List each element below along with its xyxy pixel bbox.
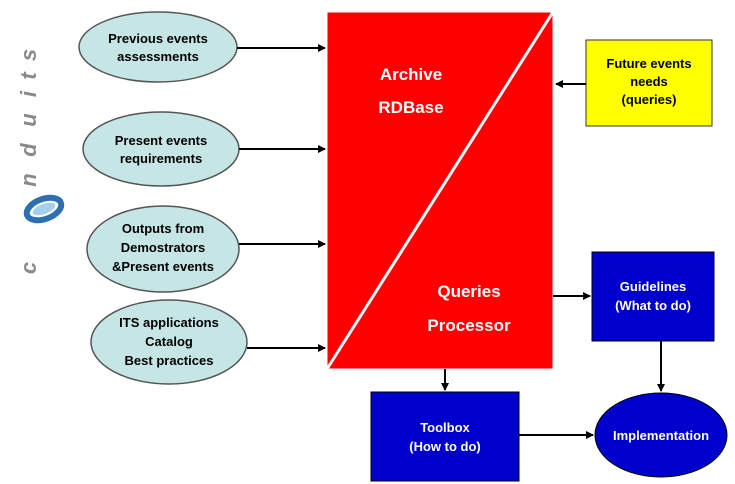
toolbox-line1: Toolbox: [420, 420, 470, 435]
future-events-line1: Future events: [606, 56, 691, 71]
input-present-events-line1: Present events: [115, 133, 208, 148]
logo-letter-t: t: [16, 71, 41, 80]
input-demonstrators: Outputs from Demostrators &Present event…: [86, 205, 240, 293]
rdbase-label: RDBase: [378, 98, 443, 117]
implementation-label: Implementation: [613, 428, 709, 443]
input-demonstrators-line3: &Present events: [112, 259, 214, 274]
processor-label: Processor: [427, 316, 511, 335]
input-its-applications: ITS applications Catalog Best practices: [90, 299, 248, 385]
conduits-logo: c n d u i t s: [16, 49, 65, 274]
input-previous-events: Previous events assessments: [78, 11, 238, 83]
logo-letter-c: c: [16, 262, 41, 274]
input-present-events-line2: requirements: [120, 151, 202, 166]
logo-letter-s: s: [16, 49, 41, 61]
future-events-line2: needs: [630, 74, 668, 89]
toolbox-line2: (How to do): [409, 439, 480, 454]
logo-letter-u: u: [16, 113, 41, 127]
logo-letter-i: i: [16, 90, 41, 97]
input-its-applications-line3: Best practices: [125, 353, 214, 368]
logo-ring-inner: [32, 202, 56, 216]
future-events-line3: (queries): [622, 92, 677, 107]
central-box-diagonal: [325, 11, 555, 370]
input-demonstrators-line1: Outputs from: [122, 221, 204, 236]
archive-label: Archive: [380, 65, 442, 84]
connectors: [237, 44, 665, 439]
input-its-applications-line2: Catalog: [145, 334, 193, 349]
logo-letter-n: n: [16, 173, 41, 186]
input-previous-events-line1: Previous events: [108, 31, 208, 46]
guidelines-line2: (What to do): [615, 298, 691, 313]
toolbox-box: Toolbox (How to do): [370, 391, 520, 482]
logo-letter-d: d: [16, 143, 41, 157]
logo-ring-outer: [23, 194, 65, 224]
input-present-events: Present events requirements: [82, 111, 240, 187]
queries-label: Queries: [437, 282, 500, 301]
central-box: Archive RDBase Queries Processor: [325, 11, 555, 370]
input-its-applications-line1: ITS applications: [119, 315, 219, 330]
guidelines-line1: Guidelines: [620, 279, 686, 294]
input-demonstrators-line2: Demostrators: [121, 240, 206, 255]
guidelines-box: Guidelines (What to do): [591, 251, 715, 342]
future-events-box: Future events needs (queries): [585, 39, 713, 127]
implementation-node: Implementation: [594, 392, 728, 478]
input-previous-events-line2: assessments: [117, 49, 199, 64]
